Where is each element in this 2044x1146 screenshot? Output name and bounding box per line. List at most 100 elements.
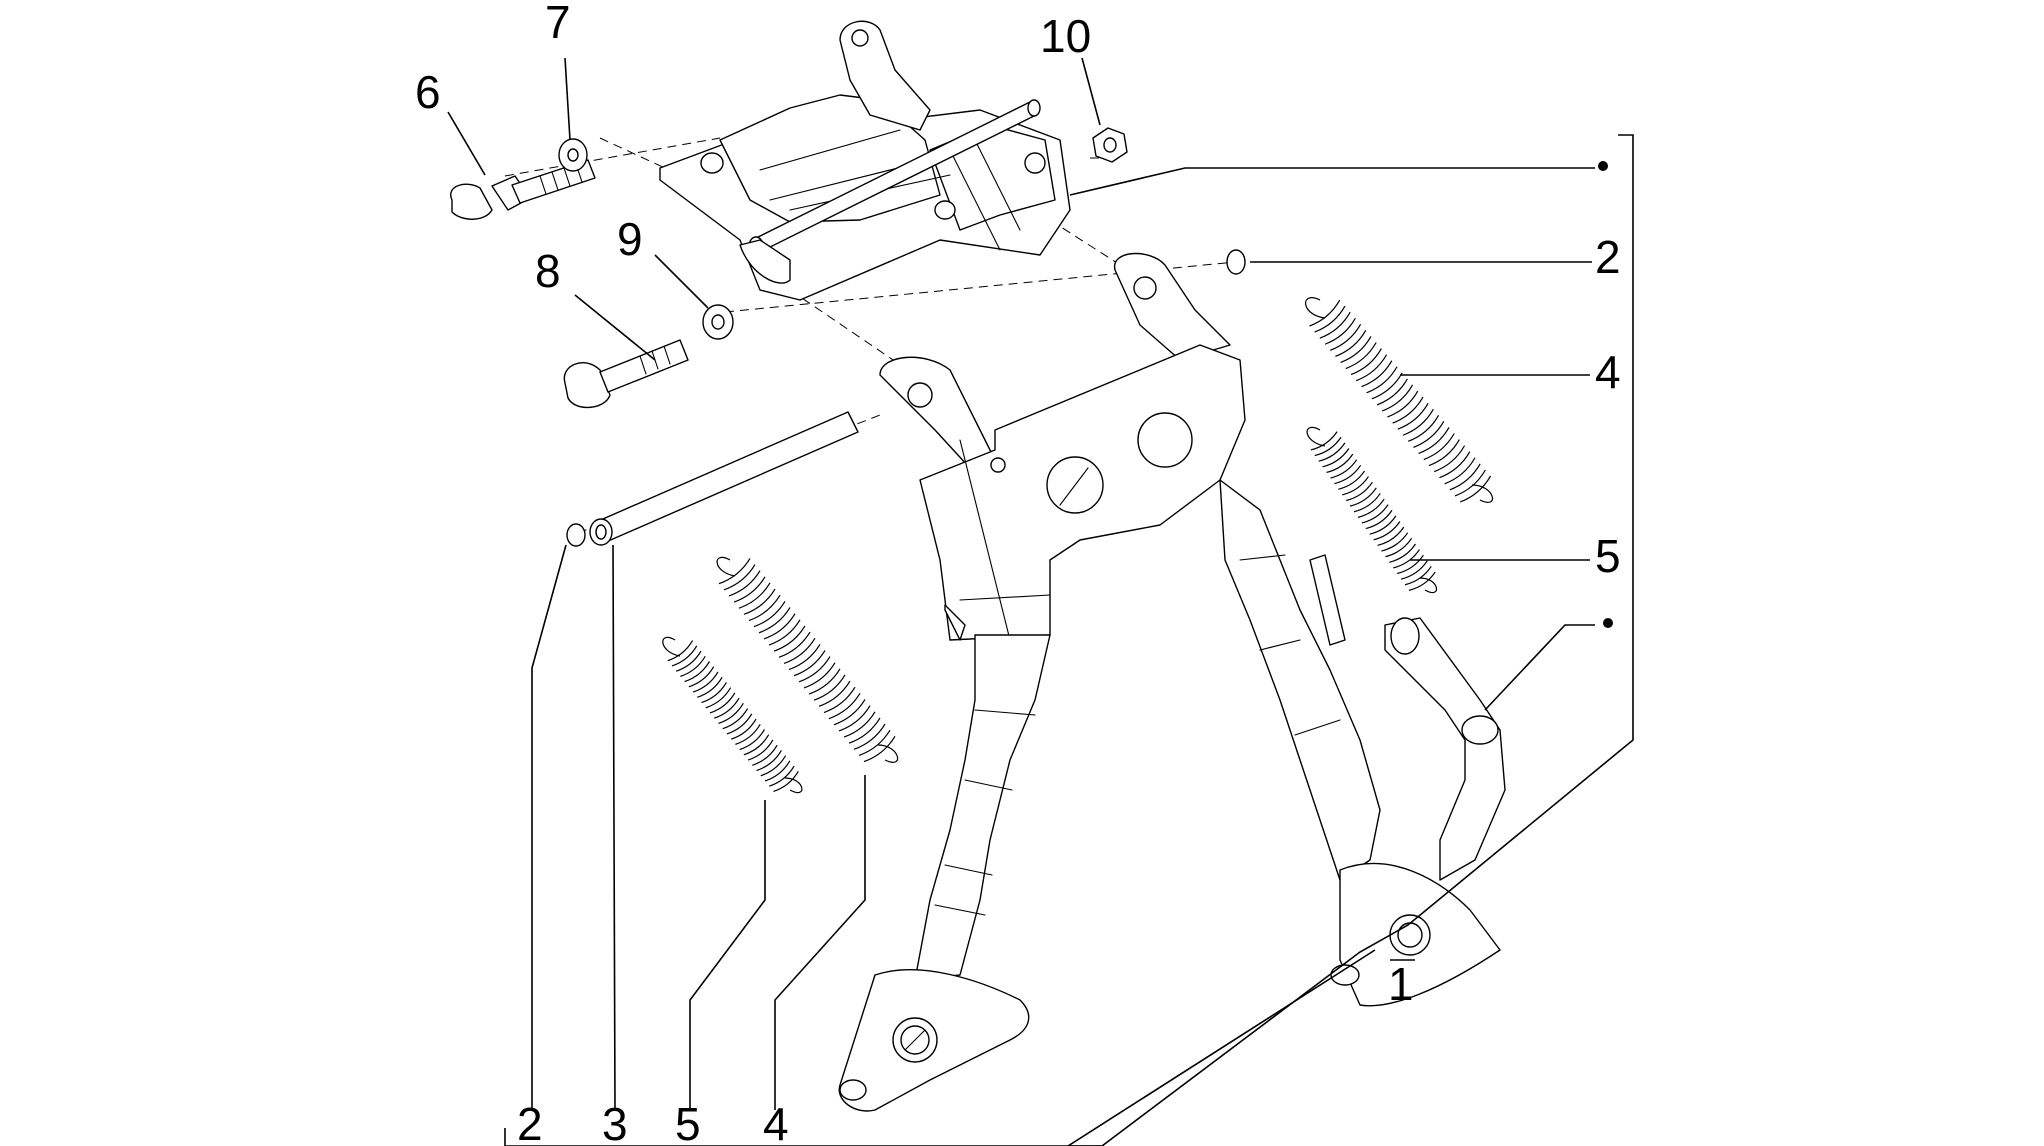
spring-coil-turn (1397, 402, 1429, 430)
reference-dots (1598, 161, 1613, 628)
dot-pedal (1603, 618, 1613, 628)
callout-7: 7 (545, 0, 571, 48)
spring-coil-turn (684, 661, 710, 683)
spring-coil-turn (773, 771, 799, 793)
callout-1: 1 (1388, 958, 1414, 1010)
spring-coil-turn (738, 582, 771, 609)
callout-labels: 6 7 8 9 10 2 4 5 1 2 3 5 4 (415, 0, 1621, 1146)
spring-coil-turn (752, 744, 778, 766)
spring-coil-turn (688, 666, 715, 688)
spring-coil-turn (728, 570, 761, 597)
spring-coil-turn (1350, 348, 1382, 376)
callout-10: 10 (1040, 10, 1091, 62)
spring-coil-turn (1330, 459, 1358, 479)
spring-coil-turn (769, 765, 795, 787)
spring-part-4-left (716, 556, 899, 763)
bolt-part-8 (563, 339, 689, 409)
callout-8: 8 (535, 245, 561, 297)
spring-coil-turn (1310, 431, 1338, 451)
spring-coil-turn (1326, 453, 1354, 474)
spring-coil-turn (697, 676, 723, 698)
spring-coil-turn (764, 760, 791, 782)
spring-coil-turn (1355, 354, 1388, 382)
spring-coil-turn (760, 755, 787, 777)
spring-coil-turn (1408, 571, 1436, 591)
washer-part-7 (558, 138, 588, 172)
spring-coil-turn (863, 735, 896, 763)
callout-2-bottom: 2 (517, 1098, 543, 1146)
spring-coil-turn (1342, 476, 1369, 496)
spring-coil-turn (1404, 566, 1432, 586)
spring-coil-turn (692, 671, 719, 693)
callout-6: 6 (415, 66, 441, 118)
spring-coil-turn (748, 594, 781, 622)
spring-coil-turn (1385, 538, 1413, 558)
spring-coil-turn (838, 705, 871, 732)
spring-coil-turn (1459, 475, 1492, 503)
spring-coil-turn (1454, 469, 1486, 497)
spring-coil-turn (1418, 427, 1450, 455)
spring-coil-turn (783, 637, 816, 665)
spring-coil-turn (1340, 336, 1372, 364)
clip-part-2-left (566, 523, 586, 547)
spring-coil-turn (1319, 311, 1351, 339)
spring-coil-turn (773, 625, 806, 652)
spring-coil-turn (813, 674, 846, 701)
spring-coil-turn (803, 662, 836, 689)
spring-coil-turn (818, 680, 851, 707)
spring-coil-turn (1357, 498, 1385, 518)
spring-coil-turn (739, 729, 765, 751)
spring-coil-turn (733, 576, 766, 603)
callout-3-bottom: 3 (602, 1098, 628, 1146)
spring-coil-turn (853, 723, 886, 750)
pin-part-3 (589, 411, 859, 546)
spring-coil-turn (833, 699, 866, 726)
spring-coil-turn (1428, 439, 1460, 467)
spring-coil-turn (1324, 317, 1356, 345)
spring-part-5-left (662, 636, 803, 793)
spring-coil-turn (753, 601, 786, 628)
spring-coil-turn (1349, 487, 1377, 507)
spring-coil-turn (718, 558, 751, 585)
spring-coil-turn (1402, 408, 1434, 436)
spring-coil-turn (1314, 305, 1346, 333)
spring-coil-turn (1381, 532, 1409, 552)
spring-coil-turn (1365, 509, 1393, 530)
spring-coil-turn (1449, 463, 1481, 491)
spring-coil-turn (1444, 457, 1476, 485)
spring-coil-turn (1338, 470, 1366, 490)
spring-coil-turn (1329, 323, 1362, 351)
callout-5-right: 5 (1595, 530, 1621, 582)
spring-coil-turn (1334, 465, 1362, 485)
leader-lines (447, 57, 1634, 1146)
spring-coil-turn (1389, 543, 1417, 563)
spring-coil-turn (843, 711, 876, 738)
spring-coil-turn (726, 713, 753, 735)
spring-coil-turn (756, 750, 782, 772)
spring-coil-turn (747, 739, 774, 761)
spring-coil-turn (1314, 436, 1342, 457)
spring-coil-turn (828, 693, 861, 720)
spring-coil-turn (1361, 360, 1393, 388)
spring-coil-turn (848, 717, 881, 744)
spring-coil-turn (743, 588, 776, 615)
callout-4-right: 4 (1595, 346, 1621, 398)
washer-part-9 (702, 304, 734, 340)
spring-coil-turn (1377, 526, 1405, 547)
spring-coil-turn (705, 687, 732, 709)
spring-coil-turn (675, 650, 702, 672)
spring-coil-turn (1318, 442, 1346, 462)
callout-9: 9 (617, 213, 643, 265)
spring-coil-turn (1369, 515, 1397, 535)
spring-coil-turn (722, 708, 749, 730)
spring-coil-turn (1393, 549, 1420, 569)
spring-coil-turn (758, 607, 791, 634)
spring-coil-turn (718, 703, 744, 725)
spring-coil-turn (788, 643, 821, 671)
spring-coil-turn (1433, 445, 1466, 473)
spring-coil-turn (1335, 330, 1367, 357)
spring-coil-turn (808, 668, 841, 695)
spring-coil-turn (714, 697, 740, 719)
spring-part-5-right (1306, 426, 1437, 593)
